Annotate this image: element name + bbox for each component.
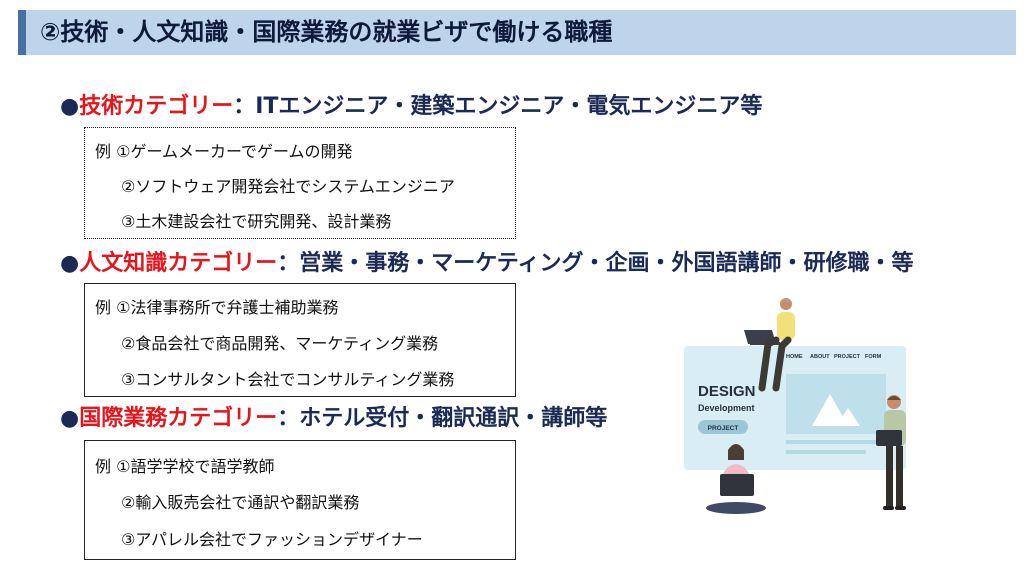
example-item: ②輸入販売会社で通訳や翻訳業務 (121, 493, 360, 512)
category-heading-international: ●国際業務カテゴリー：ホテル受付・翻訳通訳・講師等 (60, 400, 607, 432)
example-text: ①法律事務所で弁護士補助業務 (116, 298, 339, 317)
category-jobs: ITエンジニア・建築エンジニア・電気エンジニア等 (255, 94, 763, 119)
person-sitting-top (744, 298, 795, 392)
design-subheading: Development (698, 403, 755, 413)
example-prefix: 例 (95, 142, 112, 161)
category-heading-tech: ●技術カテゴリー：ITエンジニア・建築エンジニア・電気エンジニア等 (60, 88, 762, 120)
mountain-icon (812, 394, 848, 426)
bullet-icon: ● (60, 251, 80, 276)
nav-home: HOME (786, 354, 803, 360)
example-item: 例 ①ゲームメーカーでゲームの開発 (95, 138, 353, 162)
page-title: ②技術・人文知識・国際業務の就業ビザで働ける職種 (40, 18, 613, 46)
project-button (698, 420, 748, 434)
design-heading: DESIGN (698, 383, 756, 400)
bullet-icon: ● (60, 406, 80, 431)
text-line (786, 450, 866, 454)
example-prefix: 例 (95, 457, 112, 476)
examples-box-international: 例 ①語学学校で語学教師 ②輸入販売会社で通訳や翻訳業務 ③アパレル会社でファッ… (84, 440, 516, 560)
examples-box-humanities: 例 ①法律事務所で弁護士補助業務 ②食品会社で商品開発、マーケティング業務 ③コ… (84, 283, 516, 397)
nav-project: PROJECT (834, 354, 861, 360)
mountain-icon (836, 408, 860, 426)
person-sitting-bottom (706, 444, 766, 514)
category-separator: ： (277, 406, 300, 431)
example-item: ②食品会社で商品開発、マーケティング業務 (121, 334, 439, 353)
title-accent-bar (18, 10, 26, 55)
category-separator: ： (233, 94, 256, 119)
example-text: ①ゲームメーカーでゲームの開発 (116, 142, 353, 161)
example-item: ②ソフトウェア開発会社でシステムエンジニア (121, 177, 455, 196)
text-line (786, 440, 878, 444)
bullet-icon: ● (60, 94, 80, 119)
web-design-illustration: HOME ABOUT PROJECT FORM DESIGN Developme… (684, 298, 906, 514)
example-text: ①語学学校で語学教師 (116, 457, 275, 476)
category-name: 技術カテゴリー (79, 94, 234, 119)
project-button-label: PROJECT (708, 425, 739, 432)
category-name: 国際業務カテゴリー (79, 406, 278, 431)
example-item: ③コンサルタント会社でコンサルティング業務 (121, 370, 455, 389)
category-jobs: 営業・事務・マーケティング・企画・外国語講師・研修職・等 (299, 251, 914, 276)
example-prefix: 例 (95, 298, 112, 317)
category-jobs: ホテル受付・翻訳通訳・講師等 (299, 406, 608, 431)
example-item: ③土木建設会社で研究開発、設計業務 (121, 212, 392, 231)
example-item: 例 ①法律事務所で弁護士補助業務 (95, 294, 338, 318)
category-separator: ： (277, 251, 300, 276)
person-standing (876, 395, 906, 510)
nav-about: ABOUT (810, 354, 830, 360)
category-name: 人文知識カテゴリー (79, 251, 278, 276)
example-item: ③アパレル会社でファッションデザイナー (121, 530, 423, 549)
example-item: 例 ①語学学校で語学教師 (95, 453, 274, 477)
nav-form: FORM (865, 354, 882, 360)
examples-box-tech: 例 ①ゲームメーカーでゲームの開発 ②ソフトウェア開発会社でシステムエンジニア … (84, 127, 516, 239)
category-heading-humanities: ●人文知識カテゴリー：営業・事務・マーケティング・企画・外国語講師・研修職・等 (60, 245, 913, 277)
title-bar: ②技術・人文知識・国際業務の就業ビザで働ける職種 (18, 10, 1016, 55)
